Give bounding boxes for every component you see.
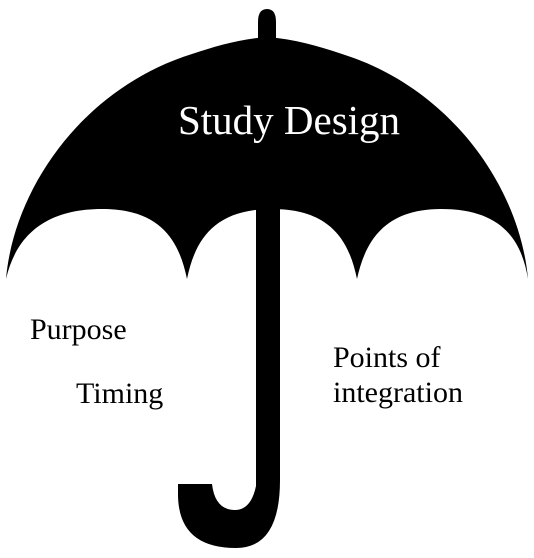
points-of-integration-label: Points of integration <box>333 340 503 411</box>
timing-label: Timing <box>76 377 164 410</box>
umbrella-shaft <box>178 200 280 548</box>
points-of-label: Points of <box>333 341 441 374</box>
purpose-label: Purpose <box>30 313 127 346</box>
umbrella-canopy <box>6 37 528 279</box>
diagram-title: Study Design <box>177 97 401 143</box>
umbrella-tip <box>258 9 276 40</box>
integration-label: integration <box>333 376 463 410</box>
